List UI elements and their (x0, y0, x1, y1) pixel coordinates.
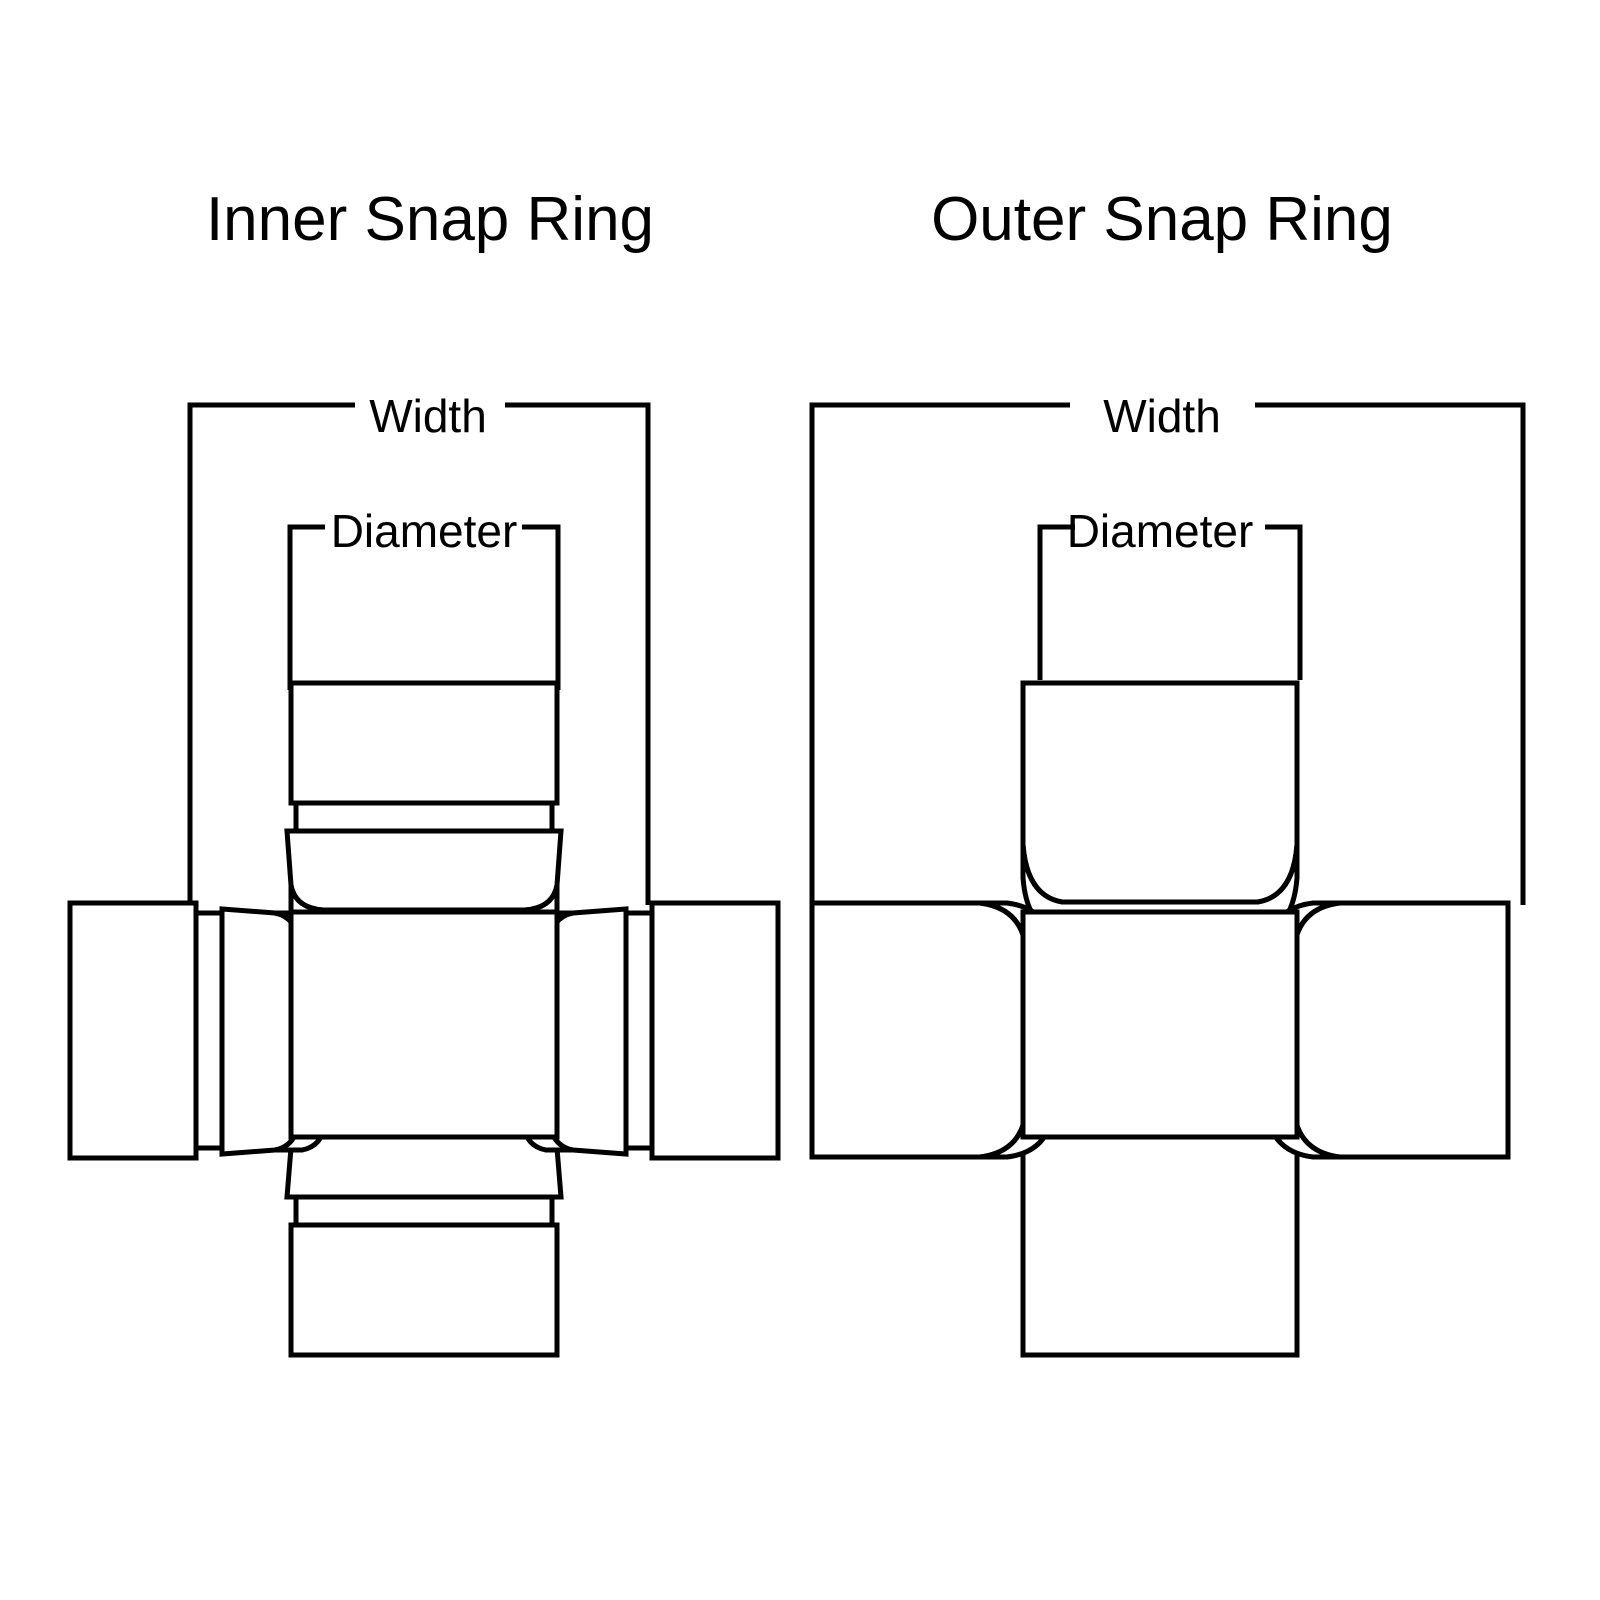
bearing-cap-top-inner (284, 680, 564, 939)
cap-body-left-outer (809, 900, 1029, 1160)
cap-shoulder-left-inner (219, 906, 302, 1157)
diameter-bracket-left-inner (287, 524, 325, 690)
panel-inner-snap-ring: Inner Snap Ring Width Diameter (67, 185, 781, 1358)
bearing-cap-right-inner (519, 900, 781, 1161)
panel-outer-snap-ring: Outer Snap Ring Width Diameter (809, 185, 1526, 1358)
snap-ring-band-left-inner (193, 910, 225, 1151)
width-bracket-right-outer (1255, 402, 1526, 905)
diameter-bracket-right-inner (522, 524, 561, 690)
width-bracket-left-inner (187, 402, 355, 905)
width-dimension-inner: Width (187, 390, 651, 905)
cross-body-outer (1020, 909, 1300, 1140)
snap-ring-band-bottom-inner (293, 1194, 555, 1228)
cross-body-inner (288, 909, 560, 1140)
panel-title-inner: Inner Snap Ring (206, 185, 654, 254)
cap-shoulder-top-inner (284, 828, 564, 913)
width-dimension-outer: Width (809, 390, 1526, 905)
snap-ring-band-top-inner (293, 800, 555, 834)
bearing-cap-left-inner (67, 900, 329, 1161)
width-bracket-right-inner (505, 402, 651, 905)
cap-shoulder-right-inner (546, 906, 629, 1157)
cap-body-bottom-inner (288, 1222, 560, 1358)
bearing-cap-right-outer (1264, 900, 1511, 1160)
bearing-cap-top-outer (1020, 680, 1300, 938)
diameter-label-outer: Diameter (1067, 505, 1254, 557)
width-bracket-left-outer (809, 402, 1070, 905)
diameter-dimension-inner: Diameter (287, 505, 561, 690)
cap-body-right-outer (1291, 900, 1511, 1160)
cap-body-top-outer (1020, 680, 1300, 905)
cap-body-left-inner (67, 900, 199, 1161)
cap-body-top-inner (288, 680, 560, 806)
snap-ring-band-right-inner (623, 910, 655, 1151)
diameter-bracket-left-outer (1037, 524, 1075, 680)
diameter-bracket-right-outer (1265, 524, 1303, 680)
diameter-dimension-outer: Diameter (1037, 505, 1303, 680)
panel-title-outer: Outer Snap Ring (931, 185, 1393, 254)
width-label-outer: Width (1103, 390, 1221, 442)
diameter-label-inner: Diameter (331, 505, 518, 557)
bearing-cap-left-outer (809, 900, 1056, 1160)
width-label-inner: Width (369, 390, 487, 442)
cap-body-right-inner (649, 900, 781, 1161)
